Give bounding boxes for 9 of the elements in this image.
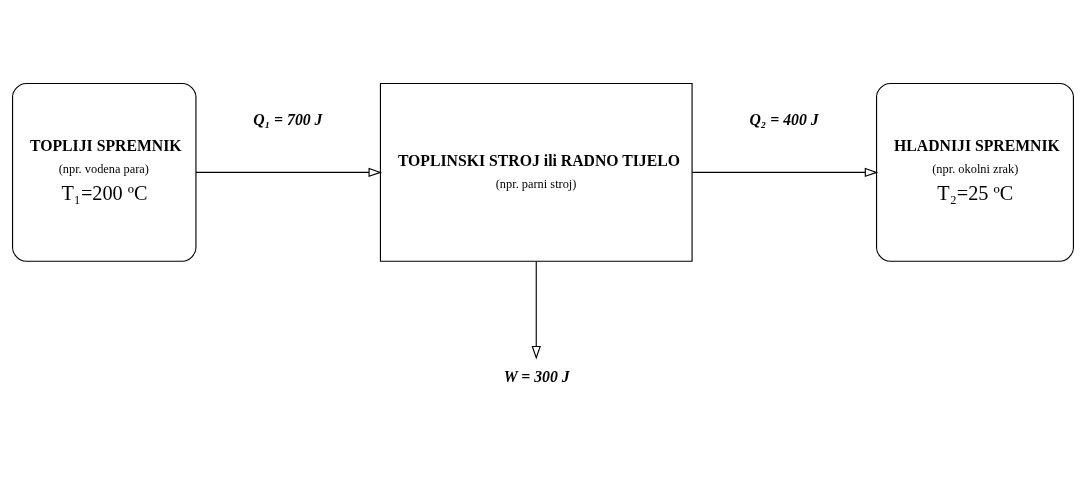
edge-label: Q₂ = 400 J bbox=[749, 111, 819, 129]
arrow bbox=[691, 167, 879, 178]
arrow bbox=[195, 167, 383, 178]
arrow bbox=[531, 260, 541, 360]
node-box: TOPLIJI SPREMNIK (npr. vodena para) T₁=200 ºC bbox=[12, 82, 197, 262]
edge-label: Q₁ = 700 J bbox=[253, 111, 323, 129]
node-box: HLADNIJI SPREMNIK (npr. okolni zrak) T₂=25 ºC bbox=[876, 82, 1074, 262]
node-text: W = 300 J bbox=[503, 367, 570, 385]
node-box: TOPLINSKI STROJ ili RADNO TIJELO (npr. parni stroj) bbox=[379, 82, 693, 262]
